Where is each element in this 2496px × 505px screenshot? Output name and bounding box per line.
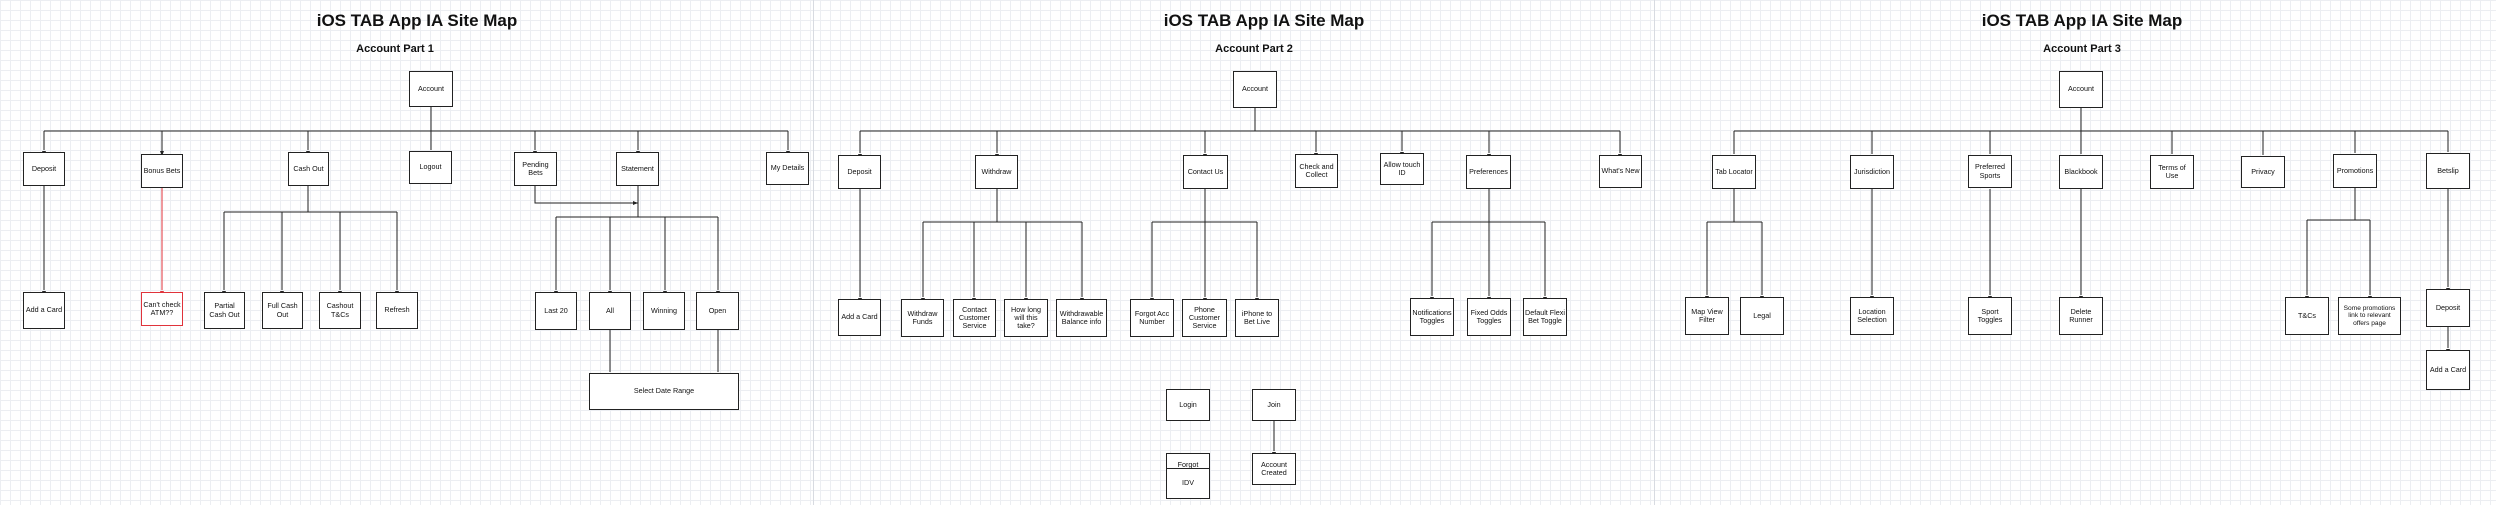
page-subtitle: Account Part 3	[2043, 43, 2121, 55]
connector-lines	[42, 107, 790, 378]
node-location-selection: Location Selection	[1850, 297, 1894, 335]
node-deposit: Deposit	[2426, 289, 2470, 327]
node-account: Account	[1233, 71, 1277, 108]
node-default-flexi-bet-toggle: Default Flexi Bet Toggle	[1523, 298, 1567, 336]
node-preferences: Preferences	[1466, 155, 1511, 189]
node-cant-check-atm: Can't check ATM??	[141, 292, 183, 326]
node-all: All	[589, 292, 631, 330]
node-select-date-range: Select Date Range	[589, 373, 739, 410]
node-preferred-sports: Preferred Sports	[1968, 155, 2012, 188]
panel-divider	[813, 0, 814, 505]
node-whats-new: What's New	[1599, 155, 1642, 188]
node-deposit: Deposit	[838, 155, 881, 189]
node-jurisdiction: Jurisdiction	[1850, 155, 1894, 189]
page-title: iOS TAB App IA Site Map	[316, 11, 518, 30]
node-iphone-to-bet-live: iPhone to Bet Live	[1235, 299, 1279, 337]
node-full-cash-out: Full Cash Out	[262, 292, 303, 329]
node-add-a-card: Add a Card	[23, 292, 65, 329]
node-cash-out: Cash Out	[288, 152, 329, 186]
node-fixed-odds-toggles: Fixed Odds Toggles	[1467, 298, 1511, 336]
node-legal: Legal	[1740, 297, 1784, 335]
node-privacy: Privacy	[2241, 156, 2285, 188]
node-last-20: Last 20	[535, 292, 577, 330]
page-subtitle: Account Part 1	[356, 43, 434, 55]
node-promotions: Promotions	[2333, 154, 2377, 188]
node-notifications-toggles: Notifications Toggles	[1410, 298, 1454, 336]
node-check-and-collect: Check and Collect	[1295, 154, 1338, 188]
node-add-a-card: Add a Card	[838, 299, 881, 336]
node-tab-locator: Tab Locator	[1712, 155, 1756, 189]
node-withdraw-funds: Withdraw Funds	[901, 299, 944, 337]
node-blackbook: Blackbook	[2059, 155, 2103, 189]
node-some-promotions: Some promotions link to relevant offers …	[2338, 297, 2401, 335]
page-subtitle: Account Part 2	[1215, 43, 1293, 55]
node-phone-customer-service: Phone Customer Service	[1182, 299, 1227, 337]
node-allow-touch-id: Allow touch ID	[1380, 153, 1424, 185]
node-winning: Winning	[643, 292, 685, 330]
page-title: iOS TAB App IA Site Map	[1163, 11, 1365, 30]
node-add-a-card: Add a Card	[2426, 350, 2470, 390]
node-bonus-bets: Bonus Bets	[141, 154, 183, 188]
node-idv: IDV	[1166, 468, 1210, 499]
node-refresh: Refresh	[376, 292, 418, 329]
node-partial-cash-out: Partial Cash Out	[204, 292, 245, 329]
node-join: Join	[1252, 389, 1296, 421]
node-deposit: Deposit	[23, 152, 65, 186]
node-contact-customer-service: Contact Customer Service	[953, 299, 996, 337]
node-tcs: T&Cs	[2285, 297, 2329, 335]
node-contact-us: Contact Us	[1183, 155, 1228, 189]
node-how-long: How long will this take?	[1004, 299, 1048, 337]
node-open: Open	[696, 292, 739, 330]
node-map-view-filter: Map View Filter	[1685, 297, 1729, 335]
node-statement: Statement	[616, 152, 659, 186]
node-cashout-tcs: Cashout T&Cs	[319, 292, 361, 329]
node-account-created: Account Created	[1252, 453, 1296, 485]
node-account: Account	[2059, 71, 2103, 108]
site-map-part-3: iOS TAB App IA Site Map Account Part 3 A…	[1655, 0, 2496, 505]
node-my-details: My Details	[766, 152, 809, 185]
panel-divider	[1654, 0, 1655, 505]
node-logout: Logout	[409, 151, 452, 184]
page-title: iOS TAB App IA Site Map	[1981, 11, 2183, 30]
node-betslip: Betslip	[2426, 153, 2470, 189]
node-pending-bets: Pending Bets	[514, 152, 557, 186]
node-account: Account	[409, 71, 453, 107]
node-withdraw: Withdraw	[975, 155, 1018, 189]
site-map-part-1: iOS TAB App IA Site Map Account Part 1 A…	[0, 0, 813, 505]
node-login: Login	[1166, 389, 1210, 421]
node-terms-of-use: Terms of Use	[2150, 155, 2194, 189]
site-map-part-2: iOS TAB App IA Site Map Account Part 2 A…	[814, 0, 1654, 505]
node-sport-toggles: Sport Toggles	[1968, 297, 2012, 335]
node-forgot-acc-number: Forgot Acc Number	[1130, 299, 1174, 337]
node-delete-runner: Delete Runner	[2059, 297, 2103, 335]
node-withdrawable-balance: Withdrawable Balance info	[1056, 299, 1107, 337]
